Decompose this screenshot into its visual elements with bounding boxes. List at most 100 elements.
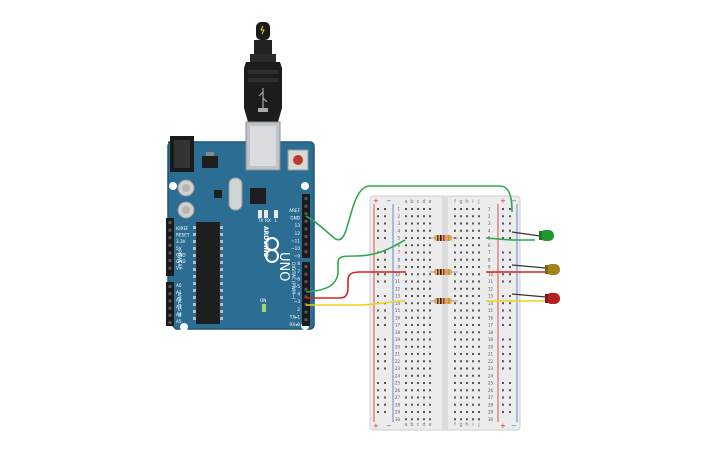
breadboard-hole[interactable] — [417, 222, 419, 225]
rail-hole[interactable] — [384, 367, 386, 370]
breadboard-hole[interactable] — [472, 396, 474, 399]
rail-hole[interactable] — [509, 251, 511, 254]
rail-hole[interactable] — [384, 273, 386, 276]
header-pin[interactable] — [168, 306, 172, 310]
breadboard-hole[interactable] — [429, 345, 431, 348]
breadboard-hole[interactable] — [423, 273, 425, 276]
breadboard-hole[interactable] — [417, 244, 419, 247]
breadboard-hole[interactable] — [411, 353, 413, 355]
breadboard-hole[interactable] — [405, 382, 407, 384]
breadboard-hole[interactable] — [429, 309, 431, 312]
breadboard-hole[interactable] — [478, 403, 480, 406]
breadboard-hole[interactable] — [460, 244, 462, 247]
breadboard-hole[interactable] — [466, 295, 468, 297]
breadboard-hole[interactable] — [429, 273, 431, 276]
breadboard-hole[interactable] — [405, 353, 407, 355]
breadboard-hole[interactable] — [423, 309, 425, 312]
breadboard-hole[interactable] — [466, 324, 468, 326]
led-yellow[interactable] — [545, 264, 560, 275]
breadboard-hole[interactable] — [466, 345, 468, 348]
breadboard-hole[interactable] — [478, 258, 480, 261]
rail-hole[interactable] — [377, 411, 379, 413]
breadboard-hole[interactable] — [417, 280, 419, 283]
rail-hole[interactable] — [509, 403, 511, 406]
wire-pin3-red[interactable] — [306, 271, 406, 299]
rail-hole[interactable] — [502, 280, 504, 283]
rail-hole[interactable] — [509, 309, 511, 312]
rail-hole[interactable] — [502, 258, 504, 261]
header-pin[interactable] — [304, 318, 308, 322]
breadboard-hole[interactable] — [423, 396, 425, 399]
breadboard-hole[interactable] — [454, 222, 456, 225]
breadboard-hole[interactable] — [454, 244, 456, 247]
breadboard-hole[interactable] — [411, 345, 413, 348]
rail-hole[interactable] — [384, 403, 386, 406]
breadboard-hole[interactable] — [454, 316, 456, 319]
breadboard-hole[interactable] — [454, 295, 456, 297]
rail-hole[interactable] — [509, 411, 511, 413]
rail-hole[interactable] — [509, 367, 511, 370]
breadboard-hole[interactable] — [472, 411, 474, 413]
rail-hole[interactable] — [384, 215, 386, 218]
breadboard-hole[interactable] — [454, 324, 456, 326]
rail-hole[interactable] — [384, 266, 386, 268]
breadboard-hole[interactable] — [478, 396, 480, 399]
breadboard-hole[interactable] — [429, 266, 431, 268]
header-pin[interactable] — [304, 287, 308, 291]
breadboard-hole[interactable] — [478, 382, 480, 384]
breadboard-hole[interactable] — [429, 403, 431, 406]
breadboard-hole[interactable] — [417, 251, 419, 254]
breadboard-hole[interactable] — [411, 273, 413, 276]
breadboard-hole[interactable] — [411, 403, 413, 406]
breadboard-hole[interactable] — [466, 338, 468, 341]
breadboard-hole[interactable] — [405, 367, 407, 370]
breadboard-hole[interactable] — [405, 338, 407, 341]
breadboard-hole[interactable] — [423, 237, 425, 239]
breadboard-hole[interactable] — [429, 302, 431, 305]
breadboard-hole[interactable] — [417, 418, 419, 421]
breadboard-hole[interactable] — [429, 367, 431, 370]
breadboard-hole[interactable] — [466, 208, 468, 210]
breadboard-hole[interactable] — [417, 295, 419, 297]
breadboard-hole[interactable] — [417, 229, 419, 232]
breadboard-hole[interactable] — [478, 353, 480, 355]
breadboard-hole[interactable] — [472, 382, 474, 384]
breadboard-hole[interactable] — [454, 374, 456, 377]
breadboard-hole[interactable] — [472, 403, 474, 406]
rail-hole[interactable] — [377, 324, 379, 326]
breadboard-hole[interactable] — [460, 382, 462, 384]
header-pin[interactable] — [168, 221, 172, 224]
breadboard-hole[interactable] — [460, 389, 462, 392]
breadboard-hole[interactable] — [454, 280, 456, 283]
led-green[interactable] — [539, 230, 554, 241]
rail-hole[interactable] — [377, 316, 379, 319]
breadboard-hole[interactable] — [411, 258, 413, 261]
breadboard-hole[interactable] — [405, 302, 407, 305]
rail-hole[interactable] — [377, 273, 379, 276]
breadboard-hole[interactable] — [466, 215, 468, 218]
breadboard-hole[interactable] — [472, 244, 474, 247]
rail-hole[interactable] — [377, 237, 379, 239]
breadboard-hole[interactable] — [460, 316, 462, 319]
breadboard-hole[interactable] — [423, 302, 425, 305]
breadboard-hole[interactable] — [423, 266, 425, 268]
breadboard-hole[interactable] — [472, 345, 474, 348]
breadboard-hole[interactable] — [429, 295, 431, 297]
breadboard-hole[interactable] — [423, 331, 425, 334]
rail-hole[interactable] — [377, 338, 379, 341]
rail-hole[interactable] — [509, 316, 511, 319]
breadboard-hole[interactable] — [460, 215, 462, 218]
rail-hole[interactable] — [377, 382, 379, 384]
breadboard-hole[interactable] — [460, 418, 462, 421]
breadboard-hole[interactable] — [454, 389, 456, 392]
breadboard-hole[interactable] — [423, 374, 425, 377]
breadboard-hole[interactable] — [417, 374, 419, 377]
header-pin[interactable] — [168, 285, 172, 288]
resistor[interactable] — [430, 298, 458, 304]
breadboard-hole[interactable] — [417, 331, 419, 334]
rail-hole[interactable] — [509, 360, 511, 363]
breadboard-hole[interactable] — [429, 229, 431, 232]
rail-hole[interactable] — [384, 396, 386, 399]
breadboard-hole[interactable] — [460, 411, 462, 413]
rail-hole[interactable] — [377, 360, 379, 363]
